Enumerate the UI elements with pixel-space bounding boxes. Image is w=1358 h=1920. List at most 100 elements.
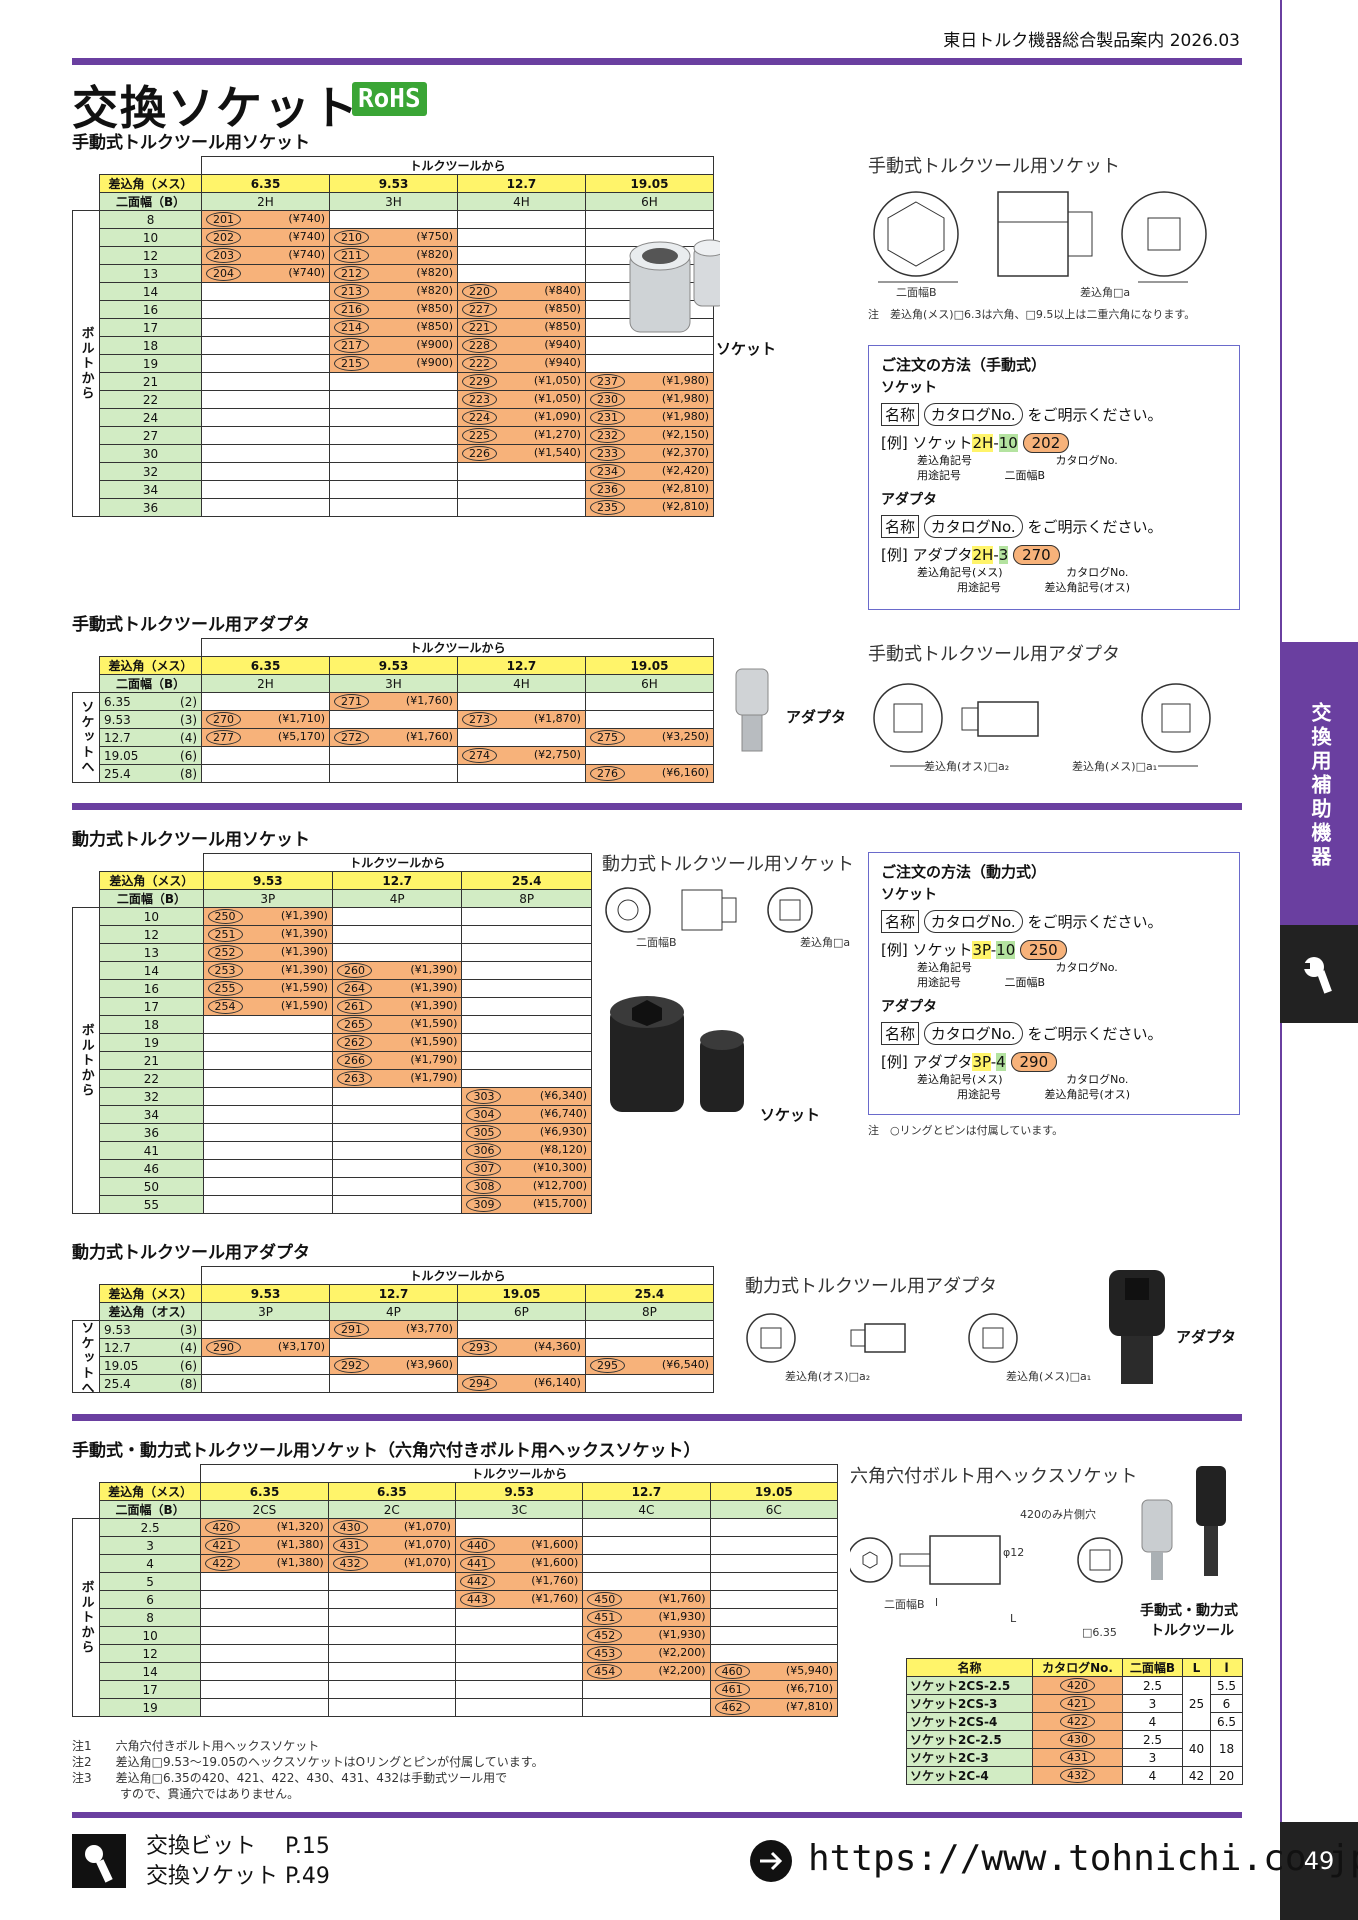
- sec2-diagram: [873, 683, 1211, 767]
- sec1-diagram: [873, 191, 1207, 283]
- catalog-cell: 261(¥1,390): [331, 997, 463, 1016]
- mini-header-1: カタログNo.: [1032, 1658, 1123, 1677]
- example-adapter: [例] アダプタ: [881, 546, 973, 564]
- blank-cell: [73, 1501, 100, 1519]
- empty-cell: [201, 354, 330, 373]
- catalog-no: 261: [336, 999, 372, 1014]
- footer-link-socket-page[interactable]: P.49: [285, 1864, 330, 1889]
- blank-cell: [73, 657, 100, 675]
- empty-cell: [456, 728, 586, 747]
- footer-link-bit[interactable]: 交換ビット: [146, 1834, 257, 1859]
- empty-cell: [461, 925, 592, 944]
- price: (¥1,760): [531, 1574, 579, 1587]
- row-size: 21: [99, 1051, 204, 1070]
- row-size: 14: [99, 282, 203, 301]
- blank-cell: [73, 157, 100, 175]
- price: (¥1,760): [405, 730, 453, 743]
- order-manual-box: ご注文の方法（手動式） ソケット 名称 カタログNo. をご明示ください。 [例…: [868, 345, 1240, 610]
- catalog-no: 420: [205, 1520, 241, 1535]
- sec1-diagram-title: 手動式トルクツール用ソケット: [868, 156, 1120, 177]
- tool-code-1: 3H: [329, 192, 458, 211]
- empty-cell: [329, 480, 458, 499]
- catalog-cell: 214(¥850): [329, 318, 458, 337]
- catalog-no: 210: [334, 230, 369, 245]
- price: (¥2,750): [533, 748, 581, 761]
- catalog-oval: カタログNo.: [923, 403, 1023, 426]
- insert-size-3: 12.7: [582, 1482, 711, 1501]
- mini-L: 42: [1182, 1766, 1211, 1785]
- price: (¥1,980): [661, 392, 709, 405]
- catalog-cell: 202(¥740): [201, 228, 330, 247]
- order-manual-title: ご注文の方法（手動式）: [881, 356, 1047, 374]
- empty-cell: [331, 925, 463, 944]
- price: (¥1,050): [533, 374, 581, 387]
- sec4-product-label: アダプタ: [1176, 1328, 1237, 1346]
- tool-code-2: 4H: [456, 674, 586, 693]
- catalog-no: 212: [334, 266, 369, 281]
- price: (¥740): [288, 230, 325, 243]
- insert-size-1: 12.7: [331, 871, 463, 890]
- mini-catalog-no: 431: [1060, 1750, 1095, 1765]
- row-size-value: 19.05: [104, 1358, 139, 1373]
- footer-link-socket[interactable]: 交換ソケット: [146, 1864, 279, 1889]
- rohs-badge: RoHS: [352, 82, 427, 116]
- sec1-diagram-a: 差込角□a: [1080, 286, 1131, 299]
- catalog-cell: 226(¥1,540): [456, 444, 586, 463]
- catalog-cell: 290(¥3,170): [201, 1338, 330, 1357]
- p-lbl-use-2: 用途記号: [957, 1088, 1001, 1101]
- footer-link-bit-page[interactable]: P.15: [285, 1834, 330, 1859]
- p-example-adapter-a: 3P: [972, 1053, 991, 1071]
- empty-cell: [201, 1320, 330, 1339]
- empty-cell: [456, 764, 586, 783]
- section-tab[interactable]: 交換用補助機器: [1280, 642, 1358, 927]
- price: (¥740): [288, 212, 325, 225]
- empty-cell: [456, 264, 586, 283]
- sec5-hex-socket-image: [1141, 1466, 1226, 1580]
- row-size: 17: [99, 997, 204, 1016]
- empty-cell: [329, 462, 458, 481]
- row-size-code: (6): [180, 748, 198, 763]
- row-size-value: 9.53: [104, 712, 131, 727]
- empty-cell: [582, 1680, 711, 1699]
- empty-cell: [201, 1374, 330, 1393]
- catalog-no: 275: [589, 730, 625, 745]
- row-size: 10: [98, 1626, 202, 1645]
- empty-cell: [461, 979, 592, 998]
- catalog-no: 223: [461, 392, 497, 407]
- catalog-cell: 237(¥1,980): [584, 372, 715, 391]
- order-power-socket: ソケット: [881, 887, 937, 903]
- blank-cell: [100, 854, 203, 872]
- mini-catalog-no: 420: [1060, 1678, 1095, 1693]
- catalog-cell: 294(¥6,140): [456, 1374, 586, 1393]
- footer-url[interactable]: https://www.tohnichi.co.jp: [808, 1838, 1358, 1879]
- catalog-no: 251: [207, 927, 243, 942]
- p-catalog-oval: カタログNo.: [923, 910, 1023, 933]
- catalog-no: 222: [461, 356, 497, 371]
- catalog-no: 440: [459, 1538, 495, 1553]
- sec3-diagram-title: 動力式トルクツール用ソケット: [602, 854, 854, 875]
- insert-size-2: 19.05: [456, 1284, 586, 1303]
- blank-cell: [73, 872, 100, 890]
- rule-2: [72, 803, 1242, 810]
- mini-header-2: 二面幅B: [1122, 1658, 1183, 1677]
- row-size-value: 25.4: [104, 766, 131, 781]
- sec4-diagram-a2: 差込角(オス)□a₂: [785, 1370, 871, 1383]
- price: (¥1,760): [658, 1592, 706, 1605]
- tool-icon: [72, 1834, 126, 1888]
- empty-cell: [201, 692, 330, 711]
- catalog-no: 304: [466, 1107, 502, 1122]
- p-lbl-catalog: カタログNo.: [1055, 961, 1118, 974]
- price: (¥900): [416, 338, 453, 351]
- side-label: ボルトから: [71, 210, 101, 517]
- sec5-diagram-title: 六角穴付ボルト用ヘックスソケット: [850, 1466, 1138, 1487]
- empty-cell: [329, 1338, 458, 1357]
- insert-female-label: 差込角（メス）: [99, 656, 203, 675]
- row-size-value: 19.05: [104, 748, 139, 763]
- empty-cell: [461, 1051, 592, 1070]
- catalog-no: 274: [461, 748, 497, 763]
- price: (¥1,930): [658, 1628, 706, 1641]
